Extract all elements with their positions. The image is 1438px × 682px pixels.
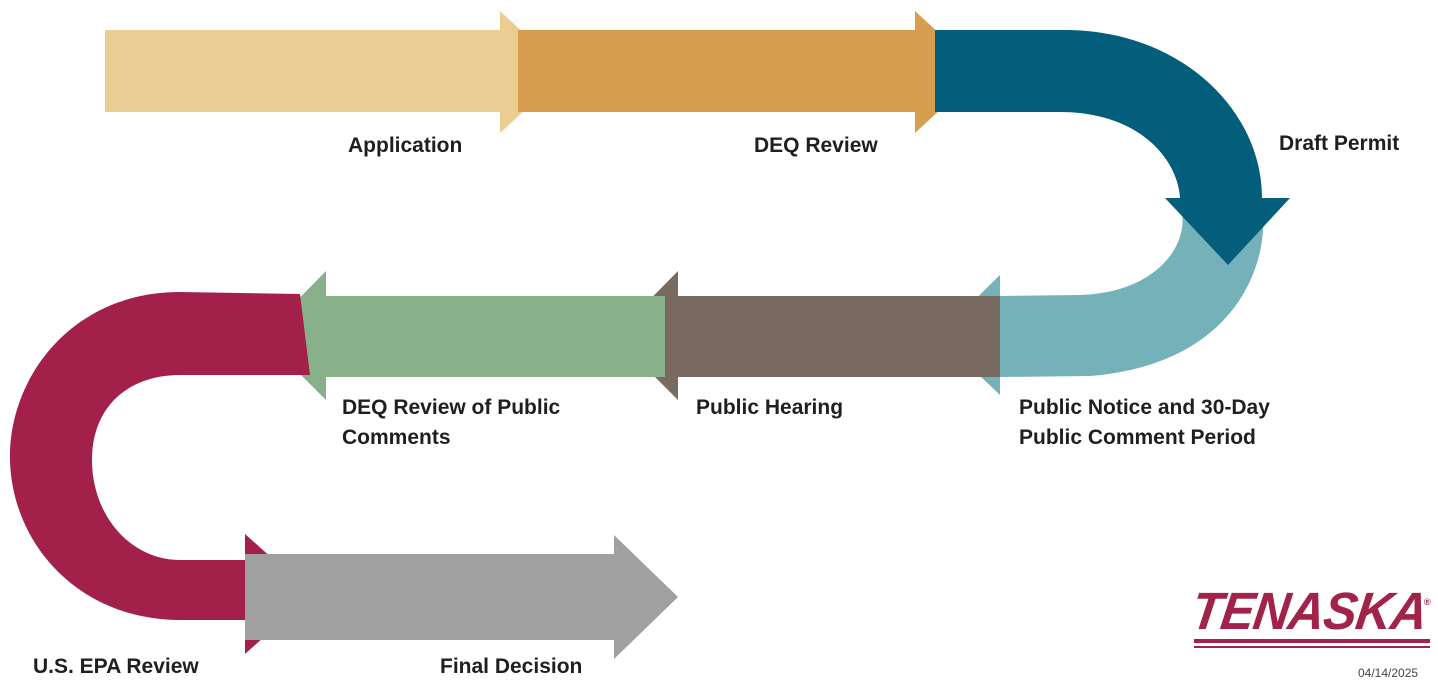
public-notice-arrow (938, 200, 1264, 395)
final-decision-arrow (245, 535, 678, 659)
draft-permit-label: Draft Permit (1279, 132, 1400, 155)
public-notice-label: Public Notice and 30-Day Public Comment … (1019, 396, 1270, 449)
logo-wordmark: TENASKA (1187, 581, 1431, 641)
deq-review-arrow (518, 11, 981, 133)
deq-review-label: DEQ Review (754, 134, 878, 157)
epa-review-arrow (9, 292, 312, 654)
deq-review-comments-label: DEQ Review of Public Comments (342, 396, 561, 449)
epa-review-label: U.S. EPA Review (33, 655, 199, 678)
application-arrow (105, 11, 566, 133)
draft-permit-arrow (935, 29, 1290, 265)
registered-mark: ® (1424, 597, 1431, 607)
date-stamp: 04/14/2025 (1358, 666, 1419, 680)
public-hearing-label: Public Hearing (696, 396, 844, 419)
logo-underline-thin (1194, 646, 1430, 648)
application-label: Application (348, 134, 463, 157)
public-hearing-arrow (614, 271, 1000, 400)
deq-review-comments-arrow (262, 271, 665, 400)
final-decision-label: Final Decision (440, 655, 583, 678)
tenaska-logo: TENASKA ® (1188, 582, 1432, 653)
logo-underline (1194, 639, 1430, 643)
